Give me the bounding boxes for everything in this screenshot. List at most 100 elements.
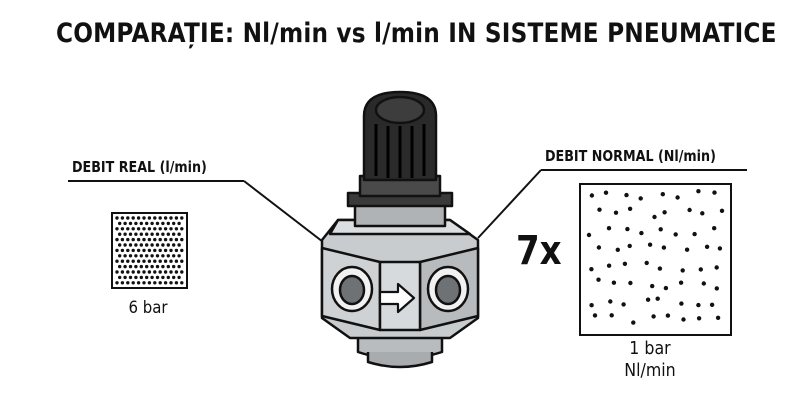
particle (661, 245, 667, 250)
particle (166, 243, 170, 247)
particle (145, 275, 149, 280)
particle (158, 227, 162, 231)
particle (714, 286, 719, 291)
particle (172, 243, 176, 247)
particle (131, 248, 135, 253)
particle (714, 265, 719, 270)
particle (158, 270, 162, 274)
particle (147, 227, 152, 231)
particle (155, 232, 160, 236)
particle (126, 281, 130, 285)
particle (131, 216, 135, 220)
particle (660, 192, 665, 197)
particle (155, 221, 160, 226)
particle (145, 254, 149, 258)
particle (645, 297, 651, 302)
particle (120, 281, 125, 285)
particle (161, 264, 165, 269)
particle (118, 221, 122, 226)
sparse-particles (586, 189, 725, 325)
particle (163, 270, 168, 274)
particle (166, 254, 170, 258)
particle (158, 259, 162, 263)
particle (638, 196, 643, 201)
particle (145, 221, 149, 226)
particle (128, 264, 133, 269)
particle (134, 264, 138, 269)
particle (115, 281, 119, 285)
particle (650, 283, 655, 289)
particle (120, 216, 125, 220)
particle (120, 248, 125, 253)
particle (120, 270, 125, 274)
particle (118, 232, 122, 236)
particle (139, 221, 143, 226)
particle (142, 259, 146, 263)
real-sample-box (111, 212, 188, 289)
real-flow-label: DEBIT REAL (l/min) (72, 158, 207, 176)
particle (622, 261, 628, 266)
flow-arrow-icon (378, 282, 416, 314)
particle (180, 281, 184, 285)
real-flow-underline (68, 180, 244, 182)
particle (592, 313, 598, 318)
particle (163, 237, 168, 242)
particle (163, 259, 168, 263)
particle (169, 216, 173, 220)
particle (155, 275, 160, 280)
particle (131, 281, 135, 285)
particle (145, 243, 149, 247)
particle (147, 259, 152, 263)
particle (174, 237, 179, 242)
particle (150, 275, 154, 280)
particle (172, 275, 176, 280)
particle (142, 216, 146, 220)
particle (719, 208, 725, 213)
particle (153, 248, 157, 253)
particle (136, 259, 141, 263)
particle (696, 302, 701, 308)
particle (177, 232, 181, 236)
particle (177, 243, 181, 247)
particle (658, 227, 663, 232)
particle (169, 270, 173, 274)
particle (147, 270, 152, 274)
real-leader-line (243, 180, 328, 246)
particle (174, 248, 179, 253)
particle (589, 193, 595, 198)
particle (665, 313, 671, 318)
particle (126, 216, 130, 220)
particle (655, 296, 660, 301)
particle (169, 227, 173, 231)
particle (647, 242, 653, 247)
particle (596, 277, 601, 282)
particle (586, 232, 592, 238)
normal-unit: Nl/min (624, 360, 676, 381)
particle (134, 243, 138, 247)
particle (174, 259, 179, 263)
particle (153, 216, 157, 220)
particle (684, 247, 690, 252)
particle (142, 227, 146, 231)
particle (120, 227, 125, 231)
particle (621, 302, 626, 307)
particle (166, 275, 170, 280)
particle (150, 264, 154, 269)
particle (172, 264, 176, 269)
particle (172, 221, 176, 226)
particle (126, 259, 130, 263)
particle (166, 264, 170, 269)
particle (624, 192, 629, 198)
particle (145, 232, 149, 236)
particle (180, 259, 184, 263)
particle (123, 275, 127, 280)
particle (696, 189, 701, 194)
particle (166, 232, 170, 236)
particle (180, 270, 184, 274)
normal-pressure-caption: 1 bar Nl/min (606, 338, 694, 382)
particle (139, 264, 143, 269)
particle (712, 190, 717, 195)
particle (153, 259, 157, 263)
particle (142, 281, 146, 285)
